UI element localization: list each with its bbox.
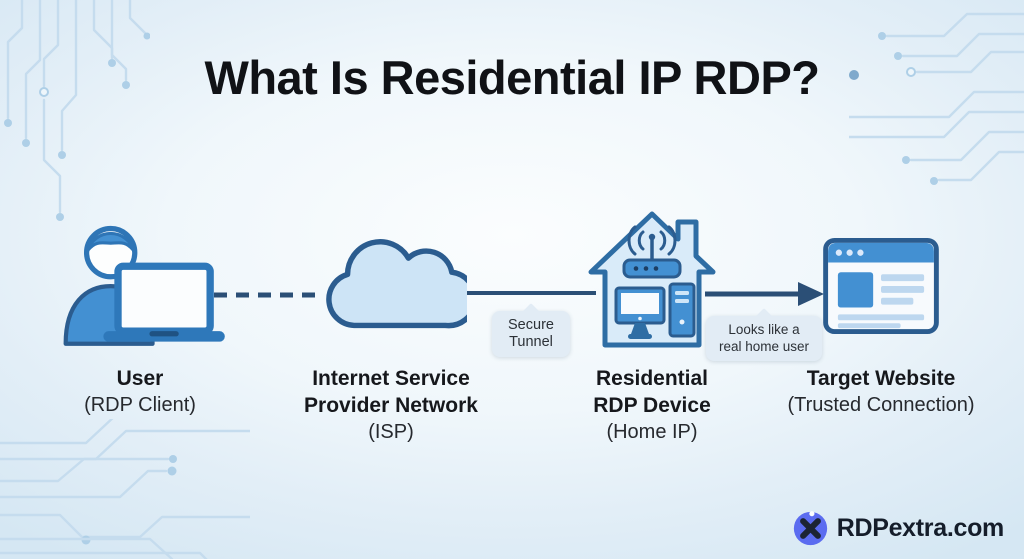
node-target-title-line: Target Website (806, 367, 956, 390)
node-isp: Internet Service Provider Network (ISP) (281, 208, 501, 446)
circuit-decoration-top-right (849, 12, 1024, 185)
tooltip-text: Secure Tunnel (496, 317, 566, 351)
page-title: What Is Residential IP RDP? (204, 51, 820, 104)
brand-logo: RDPextra.com (792, 510, 1004, 547)
image-placeholder (837, 272, 874, 308)
wifi-signal-icon (627, 225, 677, 256)
node-isp-title-line: Internet Service (312, 367, 470, 390)
desktop-monitor-icon (614, 286, 666, 339)
node-user-title: User (30, 365, 250, 392)
person-laptop-icon (63, 225, 225, 346)
wifi-router-icon (622, 233, 682, 279)
tooltip-text: Looks like a real home user (710, 322, 818, 355)
cloud-icon (326, 239, 467, 329)
node-user: User (RDP Client) (30, 208, 250, 419)
node-residential-title: Residential RDP Device (542, 365, 762, 419)
node-isp-subtitle: (ISP) (368, 421, 414, 443)
node-target-subtitle: (Trusted Connection) (787, 394, 975, 416)
residential-icon-wrap (542, 208, 762, 350)
brand-text: RDPextra.com (836, 514, 1005, 542)
x-knot-icon (793, 511, 827, 546)
user-icon-wrap (30, 208, 250, 350)
browser-window-icon (823, 237, 939, 335)
node-residential-title-line: Residential (595, 367, 709, 390)
node-user-subtitle: (RDP Client) (84, 394, 196, 416)
node-target-website: Target Website (Trusted Connection) (771, 208, 991, 419)
house-computer-icon (588, 211, 716, 348)
node-residential-rdp-device: Residential RDP Device (Home IP) (542, 208, 762, 446)
node-residential-subtitle: (Home IP) (606, 421, 698, 443)
tooltip-line: Tunnel (509, 334, 553, 350)
tooltip-line: Looks like a (728, 322, 800, 337)
tooltip-line: Secure (508, 317, 554, 333)
pc-tower-icon (668, 282, 696, 338)
tooltip-line: real home user (718, 338, 810, 354)
circuit-decoration-top-left (4, 0, 150, 221)
isp-icon-wrap (281, 208, 501, 350)
node-isp-title-line: Provider Network (304, 394, 478, 417)
tooltip-secure-tunnel: Secure Tunnel (492, 303, 570, 357)
node-residential-title-line: RDP Device (593, 394, 711, 417)
tooltip-looks-like-home-user: Looks like a real home user (706, 308, 822, 361)
circuit-decoration-bottom-left (0, 419, 250, 559)
node-target-title: Target Website (771, 365, 991, 392)
node-isp-title: Internet Service Provider Network (281, 365, 501, 419)
target-icon-wrap (771, 208, 991, 350)
node-user-title-line: User (116, 367, 164, 390)
